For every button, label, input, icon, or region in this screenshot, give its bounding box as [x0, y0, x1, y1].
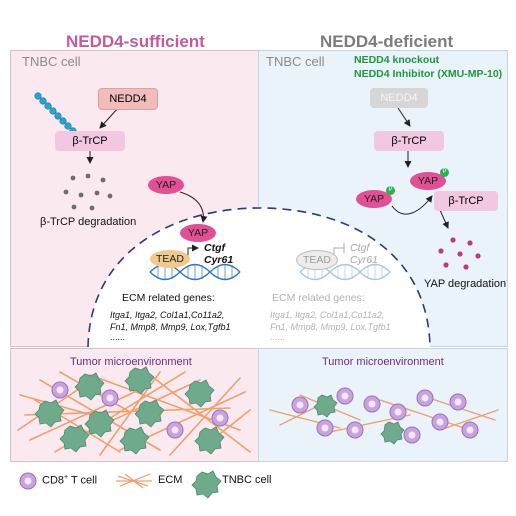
- tnbc-cells-right: [313, 394, 405, 445]
- left-tme-title: Tumor microenvironment: [70, 356, 192, 368]
- left-btrcp-box: β-TrCP: [55, 131, 125, 151]
- right-ecm-line3: ......: [270, 332, 286, 342]
- left-btrcp-degradation: β-TrCP degradation: [40, 216, 137, 228]
- left-ecm-line3: ......: [110, 332, 126, 342]
- right-ecm-line1: Itga1, Itga2, Col1a1,Co11a2,: [270, 310, 385, 320]
- right-phospho-left: P: [386, 186, 395, 195]
- right-tme-title: Tumor microenvironment: [322, 356, 444, 368]
- left-header: NEDD4-sufficient: [66, 32, 205, 51]
- left-tead: TEAD: [150, 250, 190, 268]
- right-cell-label: TNBC cell: [266, 54, 325, 69]
- legend-cd8-sup: +: [64, 474, 69, 481]
- legend-ecm-icon: [116, 473, 152, 489]
- left-gene-ctgf: Ctgf: [204, 242, 225, 254]
- right-phospho-center: P: [440, 168, 449, 177]
- tnbc-cells-left: [34, 366, 225, 455]
- btrcp-degradation-dots: [63, 173, 113, 211]
- legend-cd8-label: CD8: [42, 474, 65, 487]
- right-yap-center: YAP: [410, 172, 446, 190]
- right-btrcp-top: β-TrCP: [374, 131, 444, 151]
- right-header: NEDD4-deficient: [320, 32, 454, 51]
- left-cell-label: TNBC cell: [22, 54, 81, 69]
- right-gene-cyr61: Cyr61: [350, 254, 379, 266]
- right-tead: TEAD: [296, 250, 338, 270]
- right-yap-left: YAP: [356, 190, 392, 208]
- left-gene-cyr61: Cyr61: [204, 254, 234, 266]
- right-ecm-line2: Fn1, Mmp8, Mmp9, Lox,Tgfb1: [270, 322, 391, 332]
- legend-tnbc: TNBC cell: [222, 474, 272, 486]
- left-yap-top: YAP: [148, 176, 184, 194]
- right-ecm-title: ECM related genes:: [272, 292, 365, 304]
- left-ecm-line1: Itga1, Itga2, Col1a1,Co11a2,: [110, 310, 225, 320]
- tcells-left: [51, 381, 229, 439]
- right-yap-degradation: YAP degradation: [424, 278, 507, 290]
- left-ecm-title: ECM related genes:: [122, 292, 215, 304]
- right-nedd4-box: NEDD4: [370, 88, 428, 108]
- right-knockout: NEDD4 knockout: [354, 54, 440, 66]
- ubiquitin-chain: [34, 92, 77, 135]
- right-gene-ctgf: Ctgf: [350, 242, 370, 254]
- left-nedd4-box: NEDD4: [98, 88, 158, 110]
- legend-tnbc-icon: [191, 470, 222, 499]
- yap-degradation-dots: [438, 237, 481, 270]
- nucleus-membrane: [87, 207, 431, 348]
- right-btrcp-right: β-TrCP: [434, 191, 498, 211]
- left-ecm-line2: Fn1, Mmp8, Mmp9, Lox,Tgfb1: [110, 322, 231, 332]
- left-yap-bottom: YAP: [180, 224, 216, 242]
- nucleus-region: [88, 208, 430, 347]
- right-inhibitor: NEDD4 Inhibitor (XMU-MP-10): [354, 68, 503, 80]
- legend-cd8: CD8+ T cell: [42, 474, 97, 487]
- legend-cd8-rest: T cell: [68, 474, 98, 487]
- legend-ecm: ECM: [158, 474, 183, 486]
